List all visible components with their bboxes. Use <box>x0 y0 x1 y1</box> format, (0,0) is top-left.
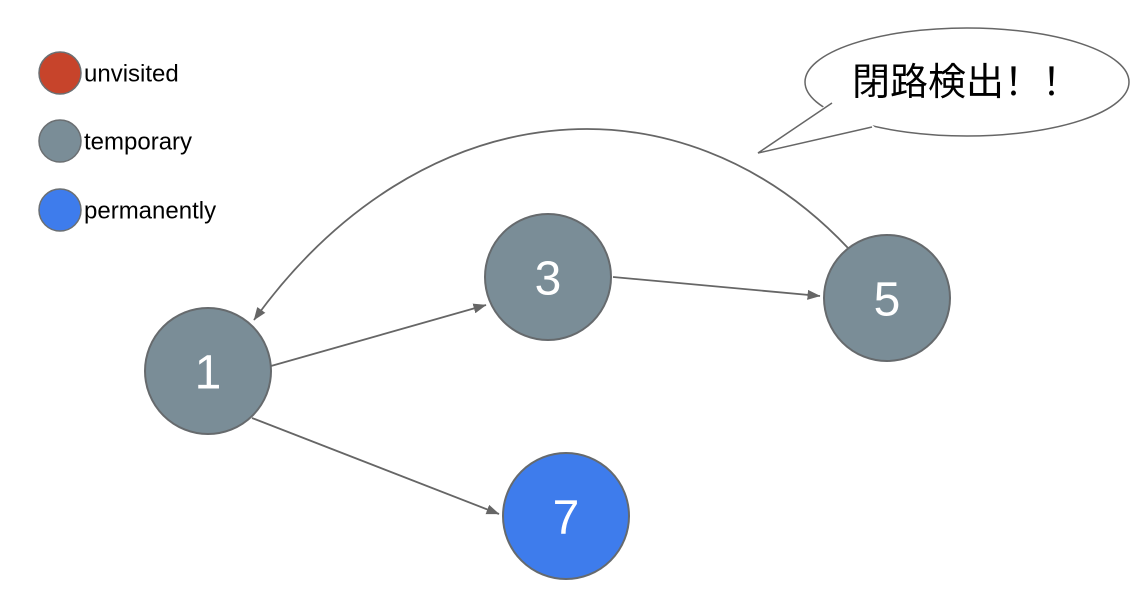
legend-item-unvisited: unvisited <box>38 51 179 95</box>
callout-bubble <box>804 27 1130 137</box>
legend-label-unvisited: unvisited <box>84 61 179 88</box>
legend-item-temporary: temporary <box>38 119 192 163</box>
legend-label-temporary: temporary <box>84 129 192 156</box>
edge-1-3 <box>270 303 487 367</box>
node-7-label: 7 <box>553 492 580 545</box>
node-3-circle <box>484 213 612 341</box>
callout-tail-fill <box>758 95 880 153</box>
graph-nodes: 1 3 5 7 <box>144 213 951 580</box>
node-5-label: 5 <box>874 274 901 327</box>
edge-1-7 <box>251 417 500 515</box>
legend-swatch-temporary <box>38 119 82 163</box>
node-5: 5 <box>823 234 951 362</box>
callout: 閉路検出！！ <box>757 27 1130 154</box>
node-5-circle <box>823 234 951 362</box>
node-7-circle <box>502 452 630 580</box>
legend-item-permanently: permanently <box>38 188 216 232</box>
legend-swatch-unvisited <box>38 51 82 95</box>
legend-label-permanently: permanently <box>84 198 216 225</box>
node-3-label: 3 <box>535 253 562 306</box>
node-1-circle <box>144 307 272 435</box>
node-1: 1 <box>144 307 272 435</box>
legend: unvisited temporary permanently <box>38 51 216 232</box>
callout-tail-icon <box>757 102 873 154</box>
callout-text: 閉路検出！！ <box>852 62 1080 104</box>
edges <box>251 128 849 515</box>
edge-3-5 <box>612 276 821 300</box>
node-1-label: 1 <box>195 347 222 400</box>
edge-5-1-back-edge <box>253 128 849 321</box>
legend-swatch-permanently <box>38 188 82 232</box>
node-7: 7 <box>502 452 630 580</box>
node-3: 3 <box>484 213 612 341</box>
